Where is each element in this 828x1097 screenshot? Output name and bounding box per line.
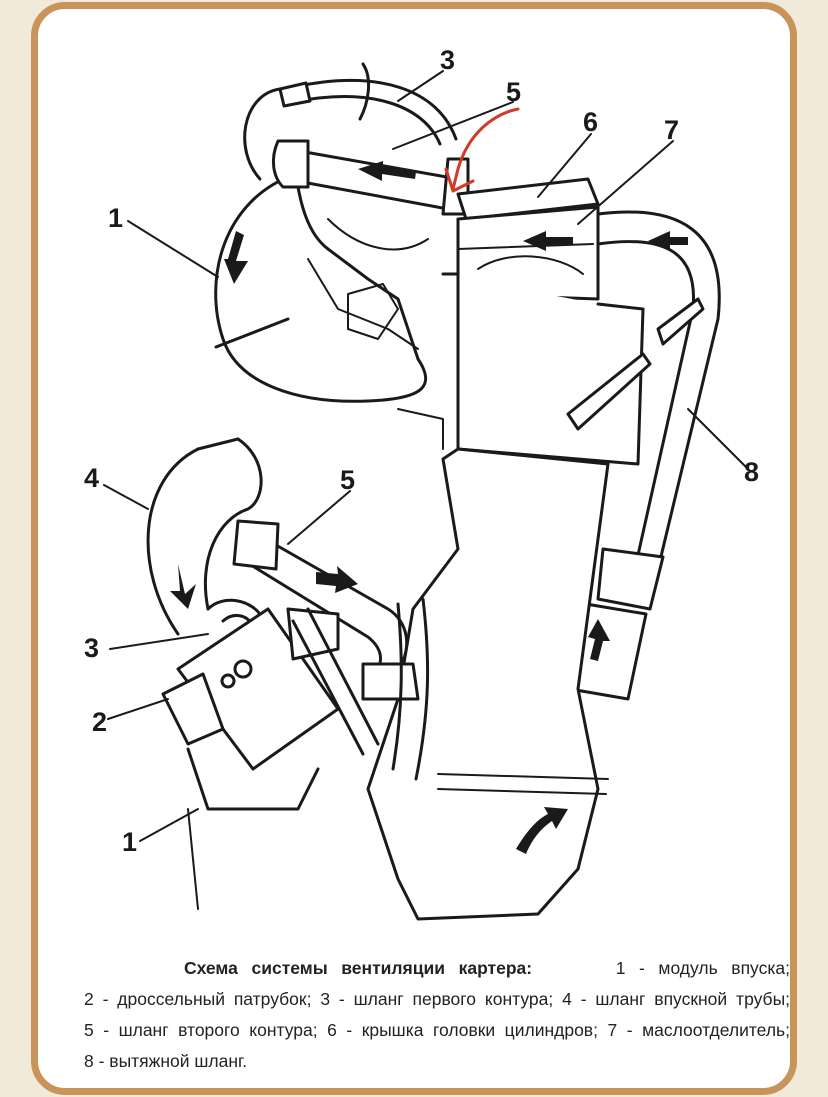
hose-3-top <box>243 62 458 181</box>
flow-arrows <box>170 161 688 854</box>
label-3-bottom: 3 <box>84 633 99 663</box>
caption-item-4: 4 - шланг впускной трубы; <box>562 989 791 1009</box>
throttle-body <box>161 598 380 771</box>
caption-item-1: 1 - модуль впуска; <box>615 958 790 978</box>
caption-item-7: 7 - маслоотделитель; <box>607 1020 791 1040</box>
label-5-top: 5 <box>506 77 521 107</box>
caption-item-8: 8 - вытяжной шланг. <box>84 1051 248 1071</box>
label-6: 6 <box>583 107 598 137</box>
label-7: 7 <box>664 115 679 145</box>
label-5-bottom: 5 <box>340 465 355 495</box>
red-annotation-mark <box>444 107 520 193</box>
label-3-top: 3 <box>440 45 455 75</box>
label-2: 2 <box>92 707 107 737</box>
engine-block-lower <box>366 447 610 921</box>
figure-caption: Схема системы вентиляции картера: 1 - мо… <box>84 953 790 1077</box>
crankcase-ventilation-diagram: 1 3 5 6 7 8 4 5 3 2 1 <box>38 9 790 949</box>
hose-8 <box>566 210 721 701</box>
intake-module-bottom <box>186 747 320 910</box>
cylinder-head-cover <box>397 177 645 466</box>
caption-item-5: 5 - шланг второго контура; <box>84 1020 318 1040</box>
hose-5-bottom <box>232 519 430 781</box>
leader-lines <box>103 70 749 842</box>
caption-item-2: 2 - дроссельный патрубок; <box>84 989 312 1009</box>
label-1-top: 1 <box>108 203 123 233</box>
caption-title: Схема системы вентиляции картера: <box>184 958 533 978</box>
hose-4 <box>146 437 263 636</box>
label-1-bottom: 1 <box>122 827 137 857</box>
caption-item-3: 3 - шланг первого контура; <box>320 989 554 1009</box>
figure-frame: 1 3 5 6 7 8 4 5 3 2 1 Схема системы вент… <box>31 2 797 1095</box>
caption-item-6: 6 - крышка головки цилиндров; <box>327 1020 598 1040</box>
intake-module-top <box>214 172 429 403</box>
label-8: 8 <box>744 457 759 487</box>
label-4: 4 <box>84 463 99 493</box>
